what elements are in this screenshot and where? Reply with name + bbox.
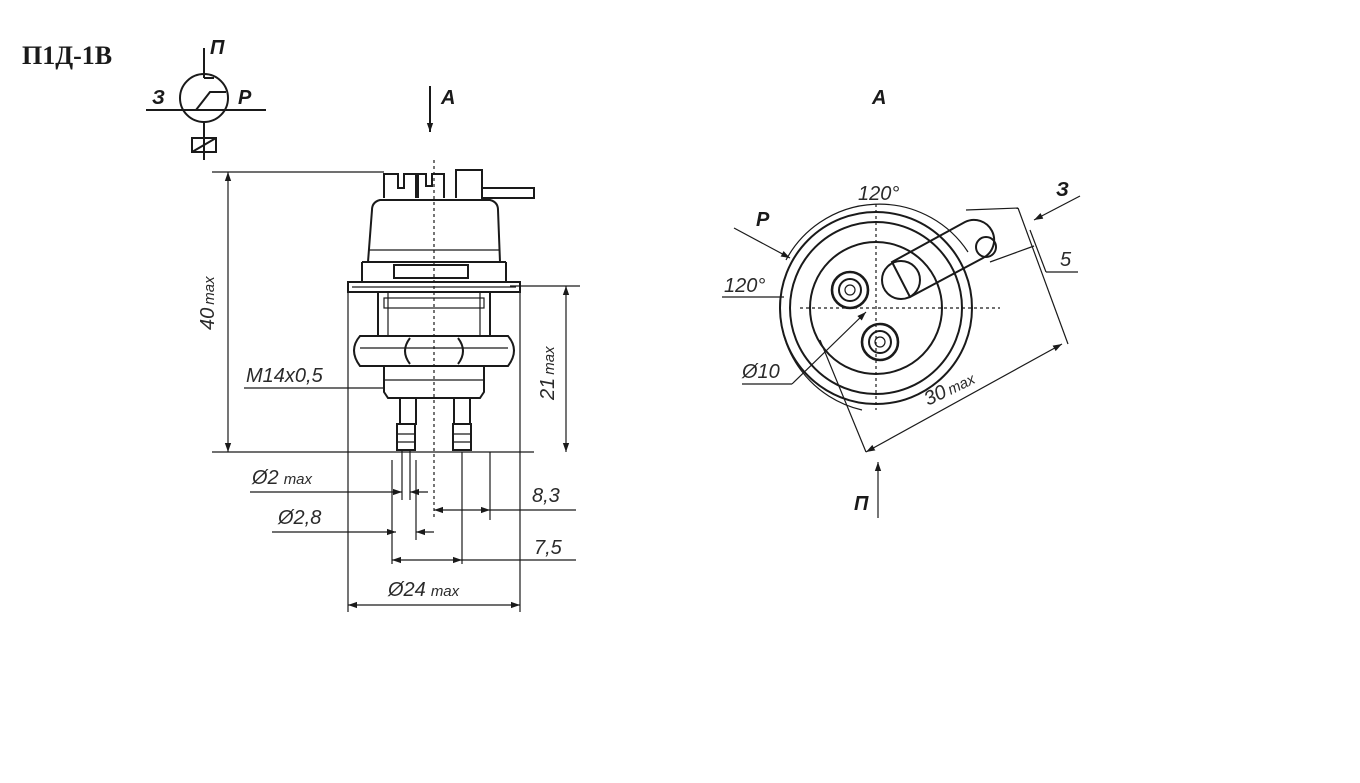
angle-left: 120°	[724, 275, 765, 297]
symbol-label-right: Р	[238, 87, 252, 109]
top-view: А 120° 120° Р З 5	[722, 87, 1081, 518]
dim-lever-width: 5	[1060, 249, 1072, 271]
side-view: А	[197, 86, 580, 612]
dim-length: 30max	[921, 367, 979, 410]
schematic-symbol: П З Р	[146, 37, 266, 160]
dim-dist-1: 8,3	[532, 485, 560, 507]
symbol-label-left: З	[152, 87, 165, 109]
angle-top: 120°	[858, 183, 899, 205]
terminal-label-z: З	[1056, 179, 1069, 201]
terminal-label-p: Р	[756, 209, 770, 231]
symbol-label-top: П	[210, 37, 225, 59]
dim-dist-2: 7,5	[534, 537, 563, 559]
dim-thread: M14x0,5	[246, 365, 324, 387]
dim-body-height: 21max	[537, 346, 559, 401]
top-view-title: А	[871, 87, 886, 109]
side-view-arrow-label: А	[440, 87, 455, 109]
dim-height: 40max	[197, 276, 219, 330]
dim-hole-dia: Ø10	[741, 361, 780, 383]
dim-pin-dia-2: Ø2,8	[277, 507, 321, 529]
terminal-label-n: П	[854, 493, 869, 515]
drawing-title: П1Д-1В	[22, 41, 112, 70]
